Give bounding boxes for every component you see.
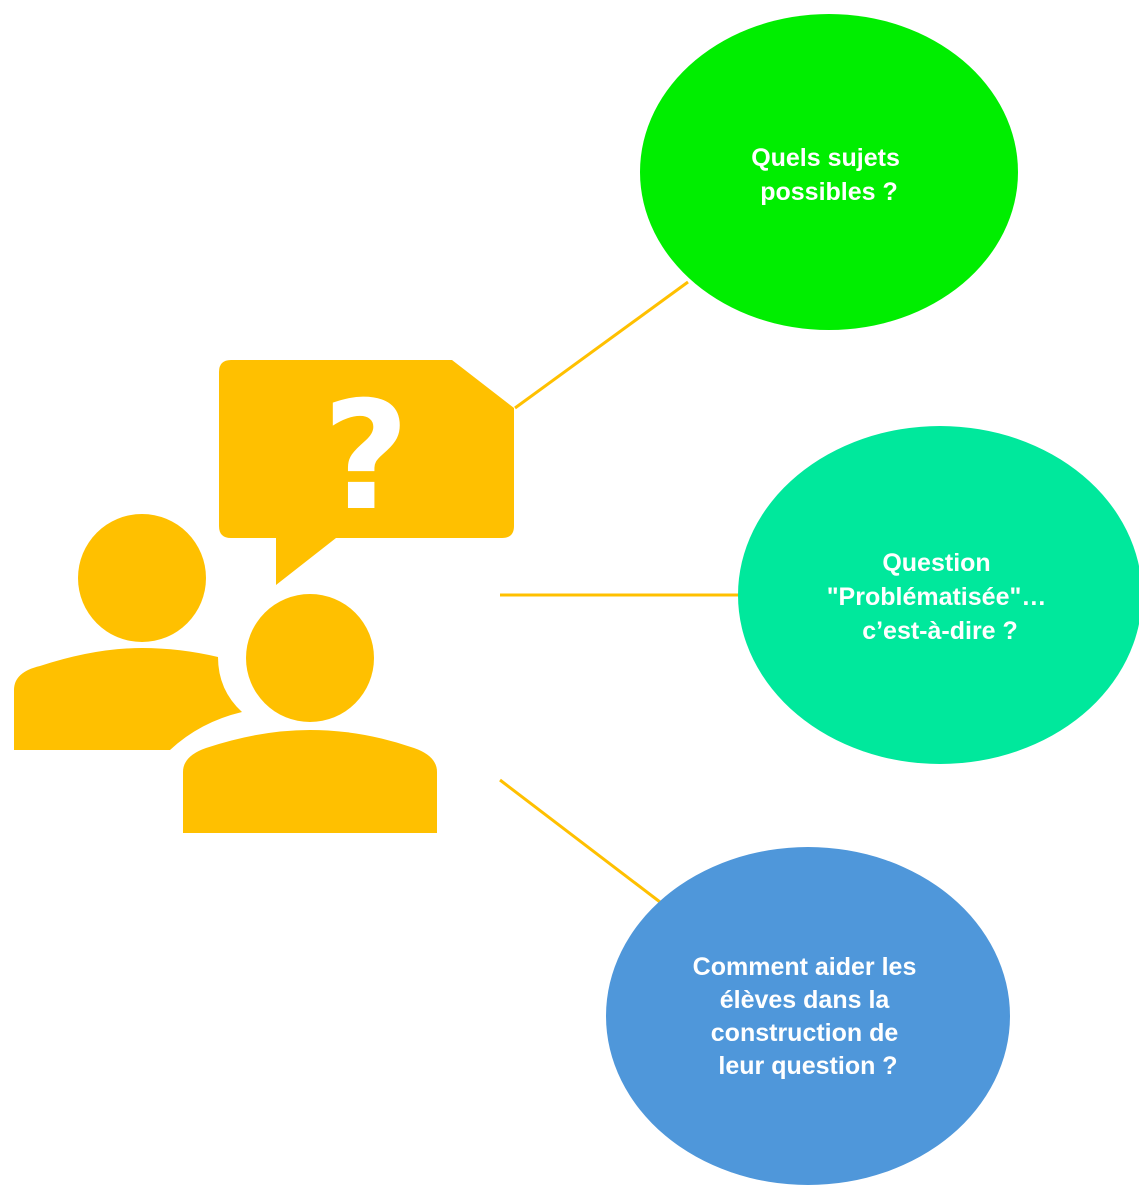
topic-bubble-3: Comment aider les élèves dans la constru… bbox=[606, 847, 1010, 1185]
bubble-3-line-4: leur question ? bbox=[718, 1052, 897, 1080]
speech-bubble-icon bbox=[219, 360, 514, 585]
bubble-1-text: Quels sujets possibles ? bbox=[751, 144, 907, 206]
person-back-body-icon bbox=[14, 648, 242, 750]
bubble-3-circle bbox=[606, 847, 1010, 1185]
person-front-head-icon bbox=[246, 594, 374, 722]
bubble-3-line-2: élèves dans la bbox=[720, 986, 891, 1014]
person-back-head-icon bbox=[78, 514, 206, 642]
bubble-1-line-2: possibles ? bbox=[760, 178, 898, 206]
two-people-question-icon: ? bbox=[14, 360, 514, 833]
bubble-2-circle bbox=[738, 426, 1139, 764]
connector-line-3 bbox=[499, 778, 661, 904]
bubble-2-line-1: Question bbox=[882, 549, 990, 577]
question-mark-icon: ? bbox=[322, 370, 409, 544]
connectors bbox=[499, 280, 738, 904]
bubble-3-line-1: Comment aider les bbox=[693, 953, 917, 981]
person-front-body-icon bbox=[183, 730, 437, 833]
connector-line-1 bbox=[514, 280, 689, 410]
bubble-2-text: Question "Problématisée"… c’est-à-dire ? bbox=[827, 549, 1054, 645]
topic-bubble-2: Question "Problématisée"… c’est-à-dire ? bbox=[738, 426, 1139, 764]
topic-bubble-1: Quels sujets possibles ? bbox=[640, 14, 1018, 330]
bubble-1-line-1: Quels sujets bbox=[751, 144, 900, 172]
bubble-3-line-3: construction de bbox=[711, 1019, 899, 1047]
bubble-2-line-3: c’est-à-dire ? bbox=[862, 617, 1018, 645]
bubble-2-line-2: "Problématisée"… bbox=[827, 583, 1047, 611]
bubble-3-text: Comment aider les élèves dans la constru… bbox=[693, 953, 924, 1080]
bubble-1-circle bbox=[640, 14, 1018, 330]
